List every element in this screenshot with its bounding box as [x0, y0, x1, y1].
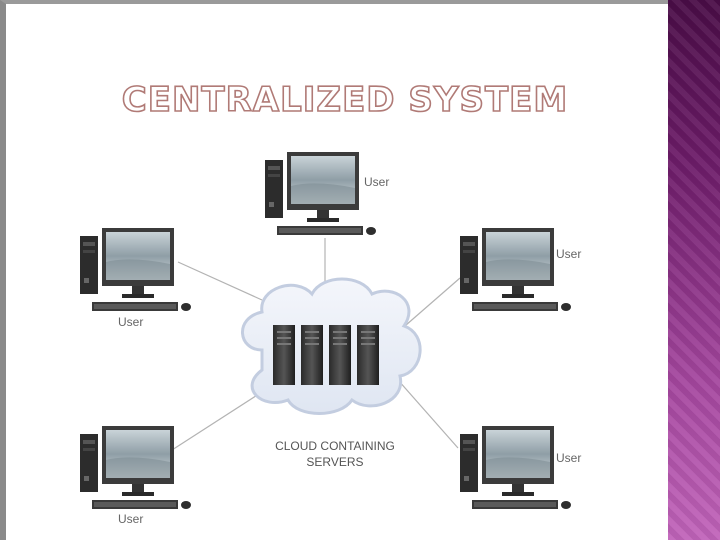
node-label-bottom-left: User [118, 512, 143, 526]
link-bottom-right [397, 379, 459, 449]
cloud-label-line1: CLOUD CONTAINING [275, 439, 395, 453]
link-right [397, 277, 461, 333]
desktop-computer-icon [265, 152, 376, 235]
desktop-computer-icon [460, 228, 571, 311]
server-cloud-icon [241, 277, 422, 415]
server-rack-2 [301, 325, 323, 385]
slide-title: CENTRALIZED SYSTEM [121, 79, 569, 121]
cloud-label-line2: SERVERS [306, 455, 363, 469]
connection-lines [171, 238, 461, 451]
link-bottom-left [171, 391, 263, 451]
desktop-computer-icon [460, 426, 571, 509]
node-label-bottom-right: User [556, 451, 581, 465]
desktop-computer-icon [80, 426, 191, 509]
node-label-top: User [364, 175, 389, 189]
server-rack-3 [329, 325, 351, 385]
desktop-computer-icon [80, 228, 191, 311]
link-left [177, 261, 263, 301]
node-label-left: User [118, 315, 143, 329]
decorative-side-band [668, 0, 720, 540]
server-rack-4 [357, 325, 379, 385]
server-rack-icons [273, 325, 379, 385]
node-label-right: User [556, 247, 581, 261]
server-rack-1 [273, 325, 295, 385]
